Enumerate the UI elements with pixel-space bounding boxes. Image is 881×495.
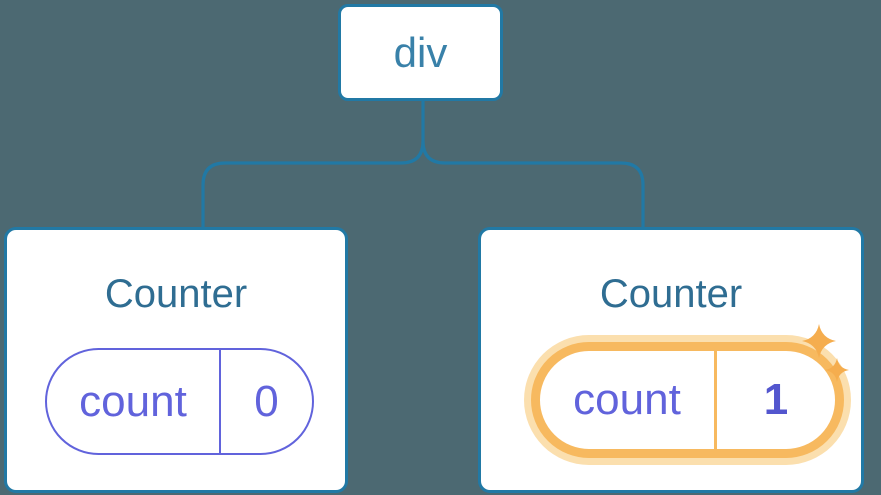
state-key-label: count [540, 351, 717, 449]
sparkle-icon [802, 324, 849, 382]
counter-card-right: Counter count 1 [478, 227, 864, 493]
counter-card-left: Counter count 0 [4, 227, 348, 493]
state-pill-highlighted: count 1 [531, 342, 844, 458]
component-title: Counter [599, 272, 743, 316]
root-node-label: div [393, 28, 448, 76]
state-value: 0 [254, 376, 279, 426]
root-node-div: div [338, 4, 503, 101]
state-key-label: count [47, 350, 221, 453]
component-title: Counter [104, 272, 248, 316]
state-pill: count 0 [45, 348, 314, 455]
state-value: 1 [763, 375, 789, 424]
